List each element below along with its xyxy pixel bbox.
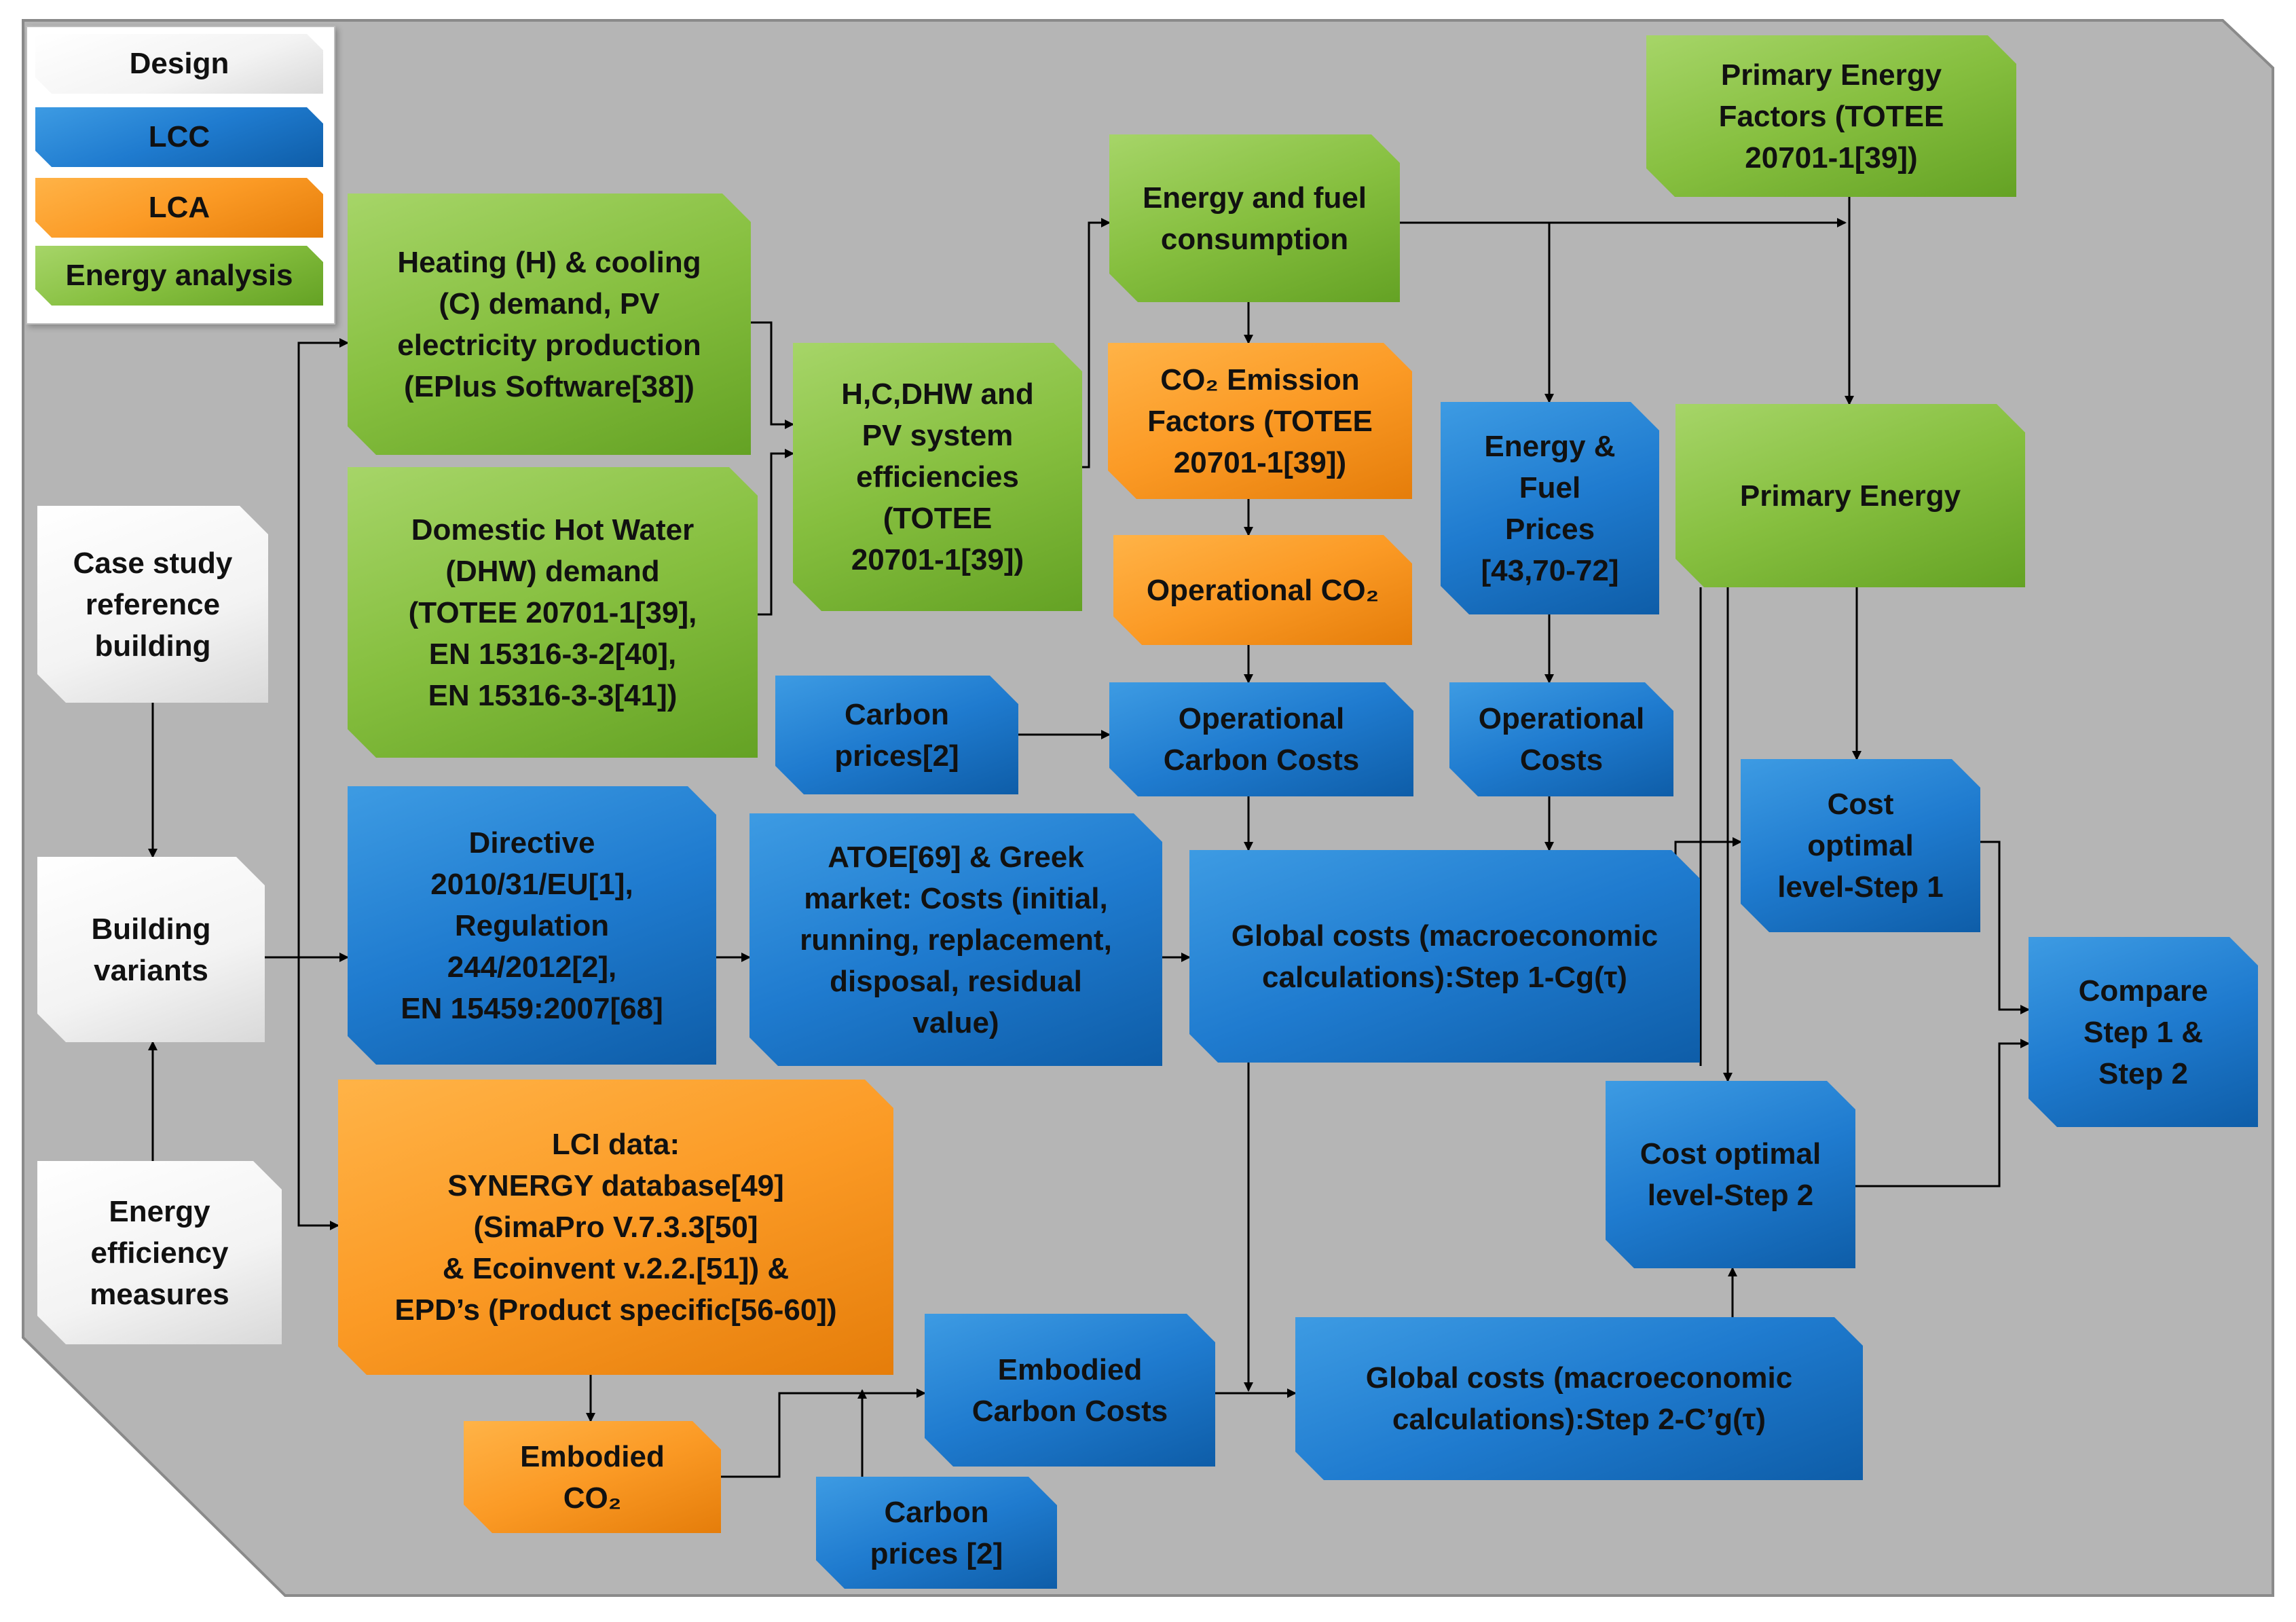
node-operational-costs: Operational Costs — [1449, 682, 1673, 796]
node-primary-energy: Primary Energy — [1675, 404, 2025, 587]
node-operational-co2: Operational CO₂ — [1113, 535, 1412, 645]
arrow-optimal2-to-compare — [1855, 1039, 2030, 1187]
legend-lca: LCA — [35, 178, 323, 238]
node-building-variants: Building variants — [37, 857, 265, 1042]
arrow-variants-to-heating — [297, 338, 349, 957]
node-dhw-demand: Domestic Hot Water (DHW) demand (TOTEE 2… — [348, 467, 758, 758]
node-case-study: Case study reference building — [37, 506, 268, 703]
arrow-efficiencies-to-consumption — [1082, 218, 1111, 468]
node-carbon-prices-1: Carbon prices[2] — [775, 676, 1018, 794]
node-global-costs-step2: Global costs (macroeconomic calculations… — [1295, 1317, 1863, 1480]
node-global-costs-step1: Global costs (macroeconomic calculations… — [1189, 850, 1700, 1063]
arrow-optimal1-to-compare — [1980, 841, 2030, 1014]
legend-energy-analysis: Energy analysis — [35, 246, 323, 306]
node-embodied-co2: Embodied CO₂ — [464, 1421, 721, 1533]
node-cost-optimal-step1: Cost optimal level-Step 1 — [1741, 759, 1980, 932]
legend-lcc: LCC — [35, 107, 323, 167]
node-co2-emission-factors: CO₂ Emission Factors (TOTEE 20701-1[39]) — [1108, 343, 1412, 499]
node-cost-optimal-step2: Cost optimal level-Step 2 — [1606, 1081, 1855, 1268]
node-operational-carbon-costs: Operational Carbon Costs — [1109, 682, 1413, 796]
node-lci-data: LCI data: SYNERGY database[49] (SimaPro … — [338, 1080, 893, 1375]
node-energy-efficiency-measures: Energy efficiency measures — [37, 1161, 282, 1344]
node-carbon-prices-2: Carbon prices [2] — [816, 1477, 1057, 1589]
arrow-variants-to-lci — [297, 957, 339, 1230]
node-system-efficiencies: H,C,DHW and PV system efficiencies (TOTE… — [793, 343, 1082, 611]
node-energy-fuel-prices: Energy & Fuel Prices [43,70-72] — [1441, 402, 1659, 614]
legend-design: Design — [35, 34, 323, 94]
arrow-embodiedco2-to-embodiedcosts — [721, 1388, 926, 1478]
node-heating-cooling-demand: Heating (H) & cooling (C) demand, PV ele… — [348, 193, 751, 455]
node-compare: Compare Step 1 & Step 2 — [2029, 937, 2258, 1127]
node-primary-energy-factors: Primary Energy Factors (TOTEE 20701-1[39… — [1646, 35, 2016, 197]
node-embodied-carbon-costs: Embodied Carbon Costs — [925, 1314, 1215, 1467]
node-atoe: ATOE[69] & Greek market: Costs (initial,… — [749, 813, 1162, 1066]
node-energy-fuel-consumption: Energy and fuel consumption — [1109, 134, 1400, 302]
arrow-heating-to-efficiencies — [751, 321, 794, 429]
node-directive: Directive 2010/31/EU[1], Regulation 244/… — [348, 786, 716, 1065]
arrow-dhw-to-efficiencies — [758, 449, 794, 616]
